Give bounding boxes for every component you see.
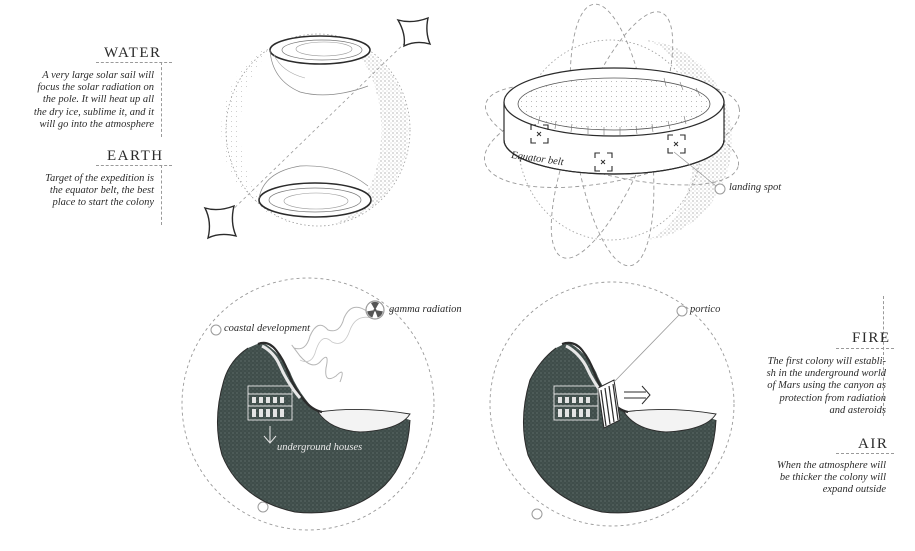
water-rule xyxy=(161,62,162,137)
earth-rule xyxy=(161,165,162,225)
portico-structure xyxy=(597,379,621,429)
solar-sail-bottom xyxy=(203,204,238,240)
portico-label: portico xyxy=(690,304,721,315)
sail-axis xyxy=(221,35,413,221)
air-text: When the atmosphere will be thicker the … xyxy=(777,460,886,496)
landing-spot-label: landing spot xyxy=(729,182,782,193)
landing-spot-leader xyxy=(673,151,717,187)
outward-arrow xyxy=(624,385,651,405)
landing-spot-marker xyxy=(714,183,726,195)
landing-target-3 xyxy=(667,134,686,154)
air-title-rule xyxy=(836,453,894,454)
planet-crust-2 xyxy=(523,342,716,513)
air-title: AIR xyxy=(858,436,889,452)
sphere-shadow xyxy=(330,35,409,225)
fire-title: FIRE xyxy=(852,330,891,346)
earth-text: Target of the expedition is the equator … xyxy=(45,173,154,209)
equator-sphere xyxy=(484,3,740,267)
cliff-edge xyxy=(257,341,323,414)
gamma-radiation-label: gamma radiation xyxy=(389,304,462,315)
portico-leader xyxy=(613,313,681,383)
gamma-wave xyxy=(291,306,369,383)
fire-text: The first colony will establi- sh in the… xyxy=(766,356,886,416)
fire-title-rule xyxy=(836,348,894,349)
solar-sail-top xyxy=(396,16,432,48)
coastal-planet xyxy=(181,277,435,531)
underground-building xyxy=(247,385,293,421)
polar-sphere xyxy=(203,16,432,240)
water-title-rule xyxy=(96,62,172,63)
planet-crust xyxy=(217,342,410,513)
equator-belt xyxy=(503,67,725,175)
down-arrow xyxy=(263,426,277,444)
boundary-circle-1 xyxy=(181,277,435,531)
north-polar-cap xyxy=(269,35,371,96)
landing-target-2 xyxy=(594,152,613,172)
radiation-icon xyxy=(365,300,385,320)
earth-title-rule xyxy=(96,165,172,166)
water-title: WATER xyxy=(104,45,162,61)
portico-marker xyxy=(676,305,688,317)
underground-houses-label: underground houses xyxy=(277,442,363,453)
coastal-development-label: coastal development xyxy=(224,323,311,334)
earth-title: EARTH xyxy=(107,148,164,164)
fire-rule xyxy=(883,296,884,416)
sea-surface xyxy=(317,408,411,433)
boundary-circle-2 xyxy=(489,281,735,527)
portico-planet xyxy=(489,281,735,527)
landing-target-1 xyxy=(530,124,549,144)
south-polar-cap xyxy=(258,165,372,218)
underground-building-2 xyxy=(553,385,599,421)
water-text: A very large solar sail will focus the s… xyxy=(33,70,154,130)
